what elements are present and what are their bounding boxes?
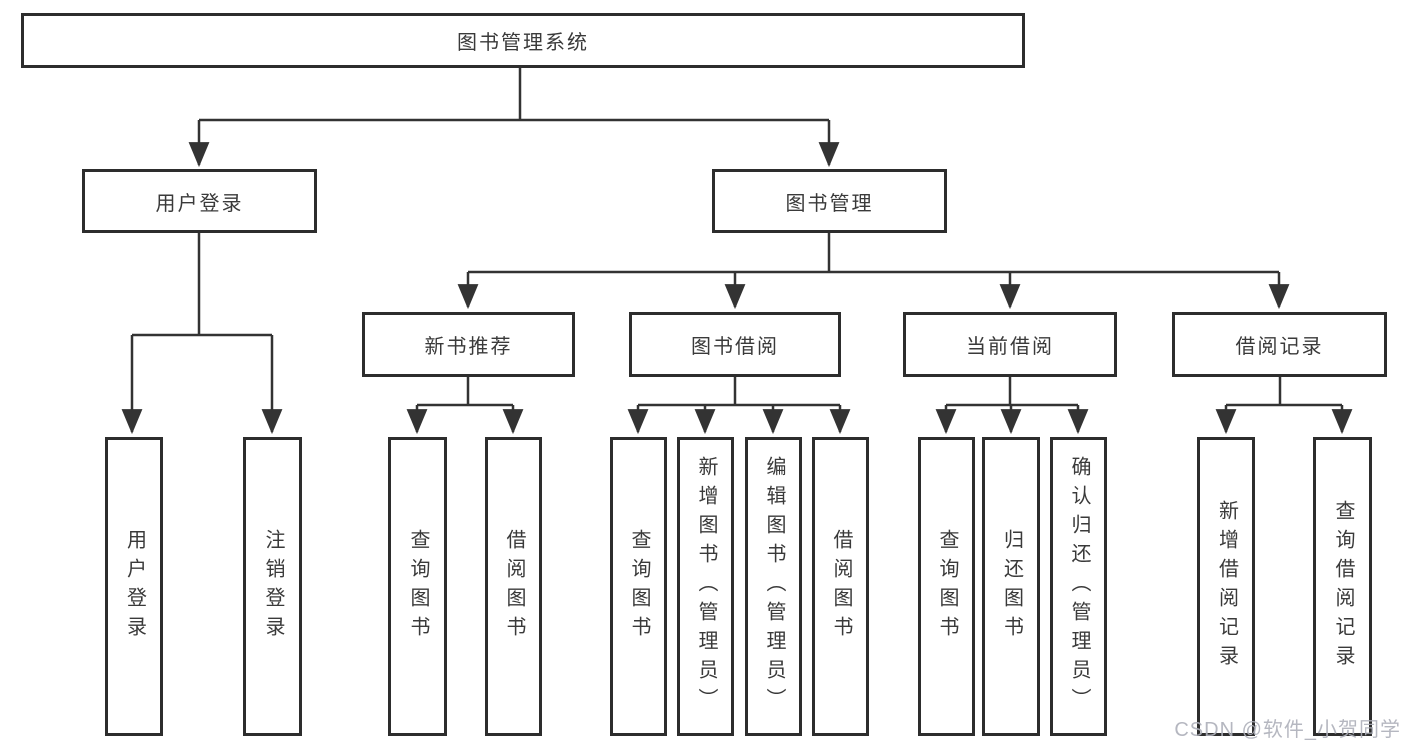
leaf-label: 新增图书（管理员）	[695, 456, 717, 717]
node-library-system: 图书管理系统	[21, 13, 1025, 68]
node-label: 用户登录	[155, 192, 244, 215]
node-new-book-recommend: 新书推荐	[362, 312, 575, 377]
leaf-label: 查询图书	[407, 528, 429, 645]
leaf-label: 查询图书	[628, 528, 650, 645]
leaf-cb-confirm-return-admin: 确认归还（管理员）	[1050, 437, 1107, 736]
leaf-label: 归还图书	[1000, 528, 1023, 645]
leaf-nb-borrow-books: 借阅图书	[485, 437, 542, 736]
node-label: 图书管理	[785, 192, 874, 215]
leaf-br-query-borrow-record: 查询借阅记录	[1313, 437, 1372, 736]
node-label: 图书借阅	[691, 336, 779, 358]
leaf-label: 确认归还（管理员）	[1068, 456, 1090, 717]
node-book-management: 图书管理	[712, 169, 947, 233]
node-current-borrow: 当前借阅	[903, 312, 1117, 377]
leaf-label: 借阅图书	[503, 528, 525, 645]
leaf-label: 新增借阅记录	[1215, 499, 1238, 674]
leaf-bb-edit-books-admin: 编辑图书（管理员）	[745, 437, 802, 736]
leaf-bb-add-books-admin: 新增图书（管理员）	[677, 437, 734, 736]
node-label: 图书管理系统	[457, 32, 589, 54]
leaf-br-add-borrow-record: 新增借阅记录	[1197, 437, 1255, 736]
leaf-label: 注销登录	[262, 528, 284, 645]
leaf-bb-borrow-books: 借阅图书	[812, 437, 869, 736]
csdn-watermark: CSDN @软件_小贺同学	[1174, 719, 1401, 741]
leaf-label: 编辑图书（管理员）	[763, 456, 785, 717]
node-book-borrow: 图书借阅	[629, 312, 841, 377]
leaf-user-login: 用户登录	[105, 437, 163, 736]
node-borrow-records: 借阅记录	[1172, 312, 1387, 377]
leaf-cb-query-books: 查询图书	[918, 437, 975, 736]
leaf-label: 用户登录	[123, 528, 146, 645]
leaf-cb-return-books: 归还图书	[982, 437, 1040, 736]
leaf-label: 借阅图书	[830, 528, 852, 645]
node-label: 新书推荐	[424, 336, 513, 358]
node-label: 借阅记录	[1235, 336, 1324, 358]
leaf-label: 查询图书	[936, 528, 958, 645]
node-user-login: 用户登录	[82, 169, 317, 233]
leaf-nb-query-books: 查询图书	[388, 437, 447, 736]
node-label: 当前借阅	[966, 336, 1054, 358]
leaf-bb-query-books: 查询图书	[610, 437, 667, 736]
leaf-logout: 注销登录	[243, 437, 302, 736]
leaf-label: 查询借阅记录	[1332, 499, 1354, 674]
